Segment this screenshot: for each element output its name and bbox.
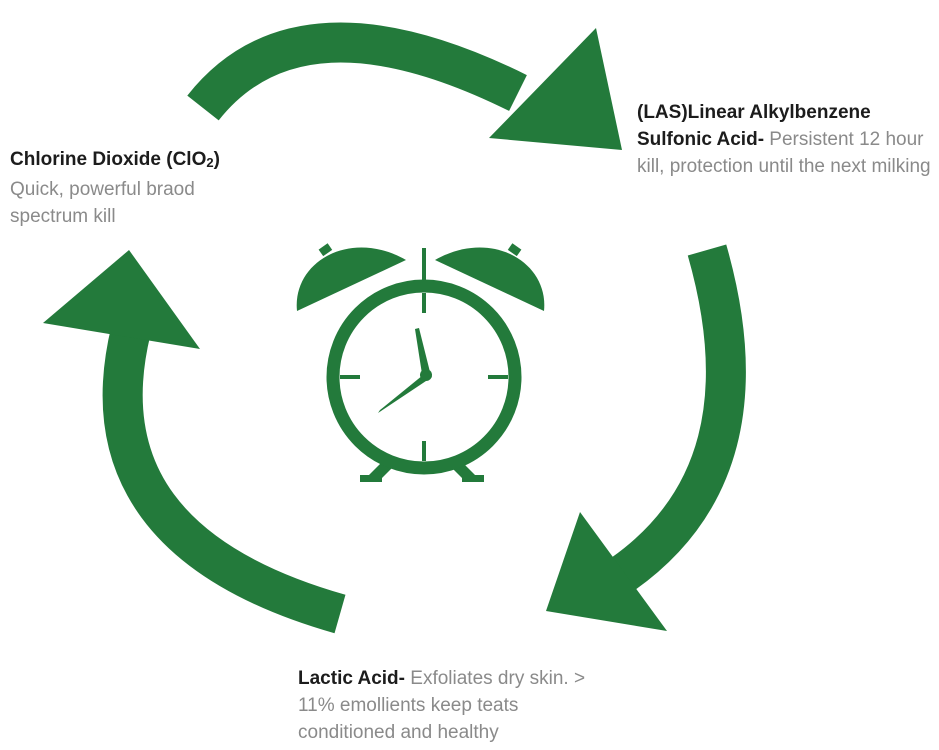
las-label: (LAS)Linear Alkylbenzene Sulfonic Acid- … xyxy=(637,99,937,180)
alarm-clock-icon xyxy=(296,243,545,482)
las-title-line2: Sulfonic Acid- xyxy=(637,129,765,150)
top-cycle-arrow xyxy=(187,22,622,150)
chlorine-title-end: ) xyxy=(213,149,220,170)
chlorine-dioxide-description: Quick, powerful braod spectrum kill xyxy=(10,179,195,227)
chlorine-title-main: Chlorine Dioxide (ClO xyxy=(10,149,207,170)
right-cycle-arrow xyxy=(546,244,746,631)
chlorine-title-subscript: 2 xyxy=(206,155,214,170)
lactic-acid-label: Lactic Acid- Exfoliates dry skin. > 11% … xyxy=(298,665,588,746)
las-title-line1: (LAS)Linear Alkylbenzene xyxy=(637,102,871,123)
lactic-acid-description: Exfoliates dry skin. > 11% emollients ke… xyxy=(298,668,586,743)
lactic-acid-title: Lactic Acid- xyxy=(298,668,405,689)
chlorine-dioxide-title: Chlorine Dioxide (ClO2) xyxy=(10,149,220,170)
las-description: Persistent 12 hour kill, protection unti… xyxy=(637,129,931,177)
left-cycle-arrow xyxy=(43,250,346,634)
chlorine-dioxide-label: Chlorine Dioxide (ClO2) Quick, powerful … xyxy=(10,146,250,230)
